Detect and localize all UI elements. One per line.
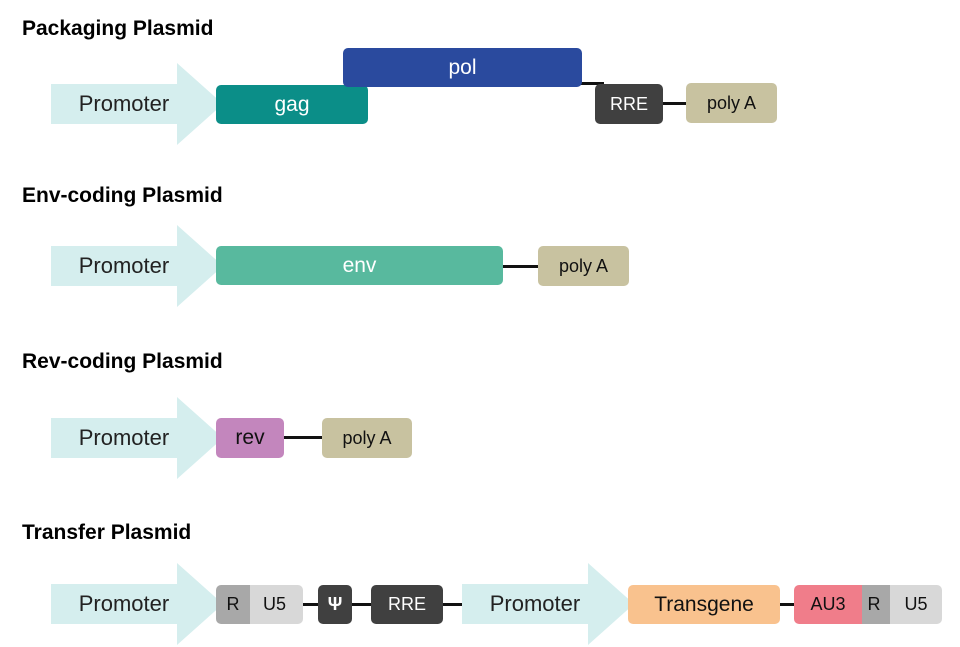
env-gene-box: env xyxy=(216,246,503,285)
transfer-r-box-2: R xyxy=(858,585,890,624)
promoter-label: Promoter xyxy=(78,425,170,450)
transfer-promoter-arrow-2: Promoter xyxy=(462,563,634,645)
promoter-label: Promoter xyxy=(78,253,170,278)
psi-rre-line xyxy=(350,603,372,606)
pol-connector-line-h xyxy=(580,82,604,85)
transgene-box: Transgene xyxy=(628,585,780,624)
env-plasmid-title: Env-coding Plasmid xyxy=(22,184,223,207)
env-polya-line xyxy=(500,265,540,268)
rev-polya-box: poly A xyxy=(322,418,412,458)
promoter-arrow-icon xyxy=(51,63,223,145)
transfer-r-box-1: R xyxy=(216,585,250,624)
promoter-arrow-icon xyxy=(462,563,634,645)
rev-promoter-arrow: Promoter xyxy=(51,397,223,479)
env-promoter-arrow: Promoter xyxy=(51,225,223,307)
packaging-polya-box: poly A xyxy=(686,83,777,123)
transfer-psi-box: Ψ xyxy=(318,585,352,624)
promoter-arrow-icon xyxy=(51,563,223,645)
promoter-label: Promoter xyxy=(78,91,170,116)
transgene-au3-line xyxy=(778,603,796,606)
u5-psi-line xyxy=(300,603,320,606)
packaging-promoter-arrow: Promoter xyxy=(51,63,223,145)
packaging-plasmid-title: Packaging Plasmid xyxy=(22,17,214,40)
packaging-rre-box: RRE xyxy=(595,84,663,124)
env-polya-box: poly A xyxy=(538,246,629,286)
transfer-plasmid-title: Transfer Plasmid xyxy=(22,521,192,544)
promoter-label: Promoter xyxy=(78,591,170,616)
pol-gene-box: pol xyxy=(343,48,582,87)
rev-gene-box: rev xyxy=(216,418,284,458)
promoter-label: Promoter xyxy=(489,591,581,616)
rre-polya-line xyxy=(660,102,688,105)
transfer-u5-box-1: U5 xyxy=(240,585,303,624)
transfer-promoter-arrow-1: Promoter xyxy=(51,563,223,645)
transfer-u5-box-2: U5 xyxy=(884,585,942,624)
rre-promoter-line xyxy=(441,603,463,606)
rev-polya-line xyxy=(282,436,324,439)
promoter-arrow-icon xyxy=(51,225,223,307)
transfer-rre-box: RRE xyxy=(371,585,443,624)
gag-gene-box: gag xyxy=(216,85,368,124)
rev-plasmid-title: Rev-coding Plasmid xyxy=(22,350,223,373)
promoter-arrow-icon xyxy=(51,397,223,479)
transfer-au3-box: AU3 xyxy=(794,585,862,624)
